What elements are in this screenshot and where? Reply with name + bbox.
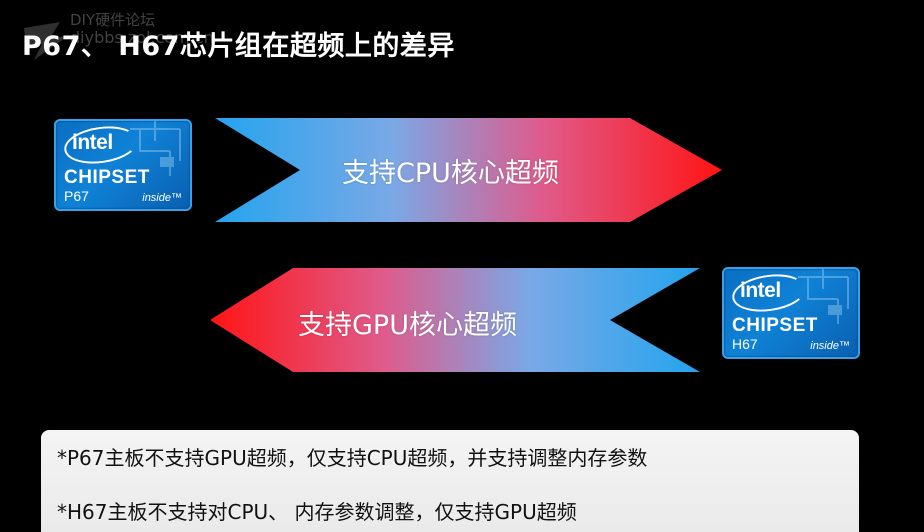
circuit-pattern-icon — [130, 121, 181, 176]
watermark-logo-icon — [24, 22, 68, 60]
badge-model: H67 — [732, 336, 758, 352]
badge-model: P67 — [64, 188, 89, 204]
badge-chipset: CHIPSET — [732, 315, 818, 336]
arrow-right-label: 支持CPU核心超频 — [342, 158, 559, 189]
note-line-1: *P67主板不支持GPU超频，仅支持CPU超频，并支持调整内存参数 — [57, 446, 648, 470]
intel-chipset-badge-h67: intel CHIPSET H67 inside™ — [722, 267, 860, 359]
slide-title: P67、 H67芯片组在超频上的差异 — [22, 31, 455, 62]
badge-tagline: inside™ — [142, 192, 182, 204]
intel-chipset-badge-p67: intel CHIPSET P67 inside™ — [54, 119, 192, 211]
badge-tagline: inside™ — [810, 340, 850, 352]
watermark: DIY硬件论坛 diybbs.zol.com.cn — [70, 11, 214, 47]
arrow-left-label: 支持GPU核心超频 — [298, 310, 517, 341]
badge-brand: intel — [740, 279, 781, 302]
circuit-pattern-icon — [798, 269, 849, 324]
watermark-line2: diybbs.zol.com.cn — [70, 28, 214, 47]
badge-chipset: CHIPSET — [64, 167, 150, 188]
note-line-2: *H67主板不支持对CPU、 内存参数调整，仅支持GPU超频 — [57, 500, 577, 524]
notes-box: *P67主板不支持GPU超频，仅支持CPU超频，并支持调整内存参数 *H67主板… — [41, 430, 859, 532]
badge-brand: intel — [72, 131, 113, 154]
watermark-line1: DIY硬件论坛 — [70, 11, 156, 29]
